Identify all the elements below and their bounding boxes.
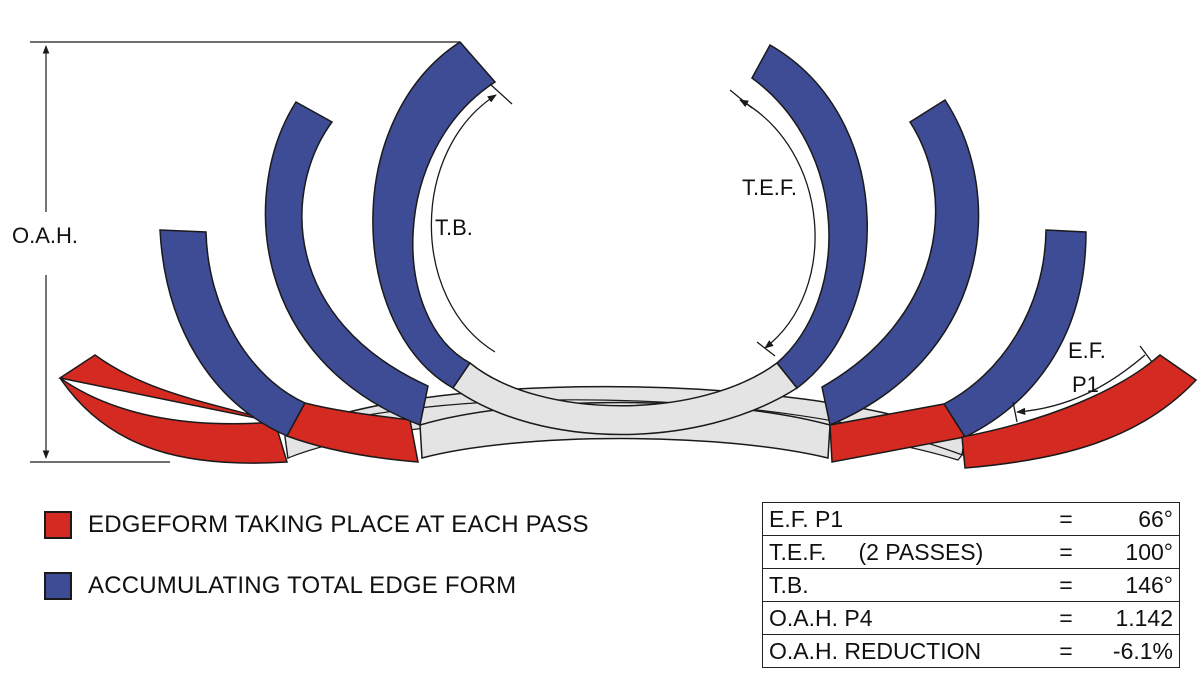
value-cell: -6.1% (1087, 634, 1180, 668)
profile-pass-3-left (264, 101, 429, 427)
param-cell: O.A.H. P4 (762, 601, 1045, 635)
legend-label-edgeform: EDGEFORM TAKING PLACE AT EACH PASS (88, 511, 589, 538)
equals-cell: = (1045, 535, 1087, 569)
table-row: E.F. P1 = 66° (762, 502, 1180, 536)
param-cell: E.F. P1 (762, 502, 1045, 536)
ef-p1-arc (1016, 354, 1146, 416)
equals-cell: = (1045, 601, 1087, 635)
ef-p1-label-line1: E.F. (1068, 338, 1106, 363)
profile-pass-2-left (159, 229, 419, 463)
param-cell: T.E.F. (2 PASSES) (762, 535, 1045, 569)
equals-cell: = (1045, 502, 1087, 536)
oah-label: O.A.H. (12, 223, 78, 248)
results-table: E.F. P1 = 66° T.E.F. (2 PASSES) = 100° T… (762, 502, 1180, 668)
equals-cell: = (1045, 634, 1087, 668)
profile-pass-1-right (961, 354, 1198, 469)
tef-label: T.E.F. (742, 175, 797, 200)
value-cell: 146° (1087, 568, 1180, 602)
value-cell: 66° (1087, 502, 1180, 536)
profile-pass-4 (372, 41, 868, 436)
param-cell: T.B. (762, 568, 1045, 602)
profile-pass-3-right (821, 98, 980, 427)
table-row: O.A.H. REDUCTION = -6.1% (762, 634, 1180, 668)
value-cell: 1.142 (1087, 601, 1180, 635)
legend-swatch-edgeform (44, 511, 72, 539)
param-cell: O.A.H. REDUCTION (762, 634, 1045, 668)
oah-dimension (30, 41, 460, 463)
legend-swatch-accumulating (44, 572, 72, 600)
value-cell: 100° (1087, 535, 1180, 569)
equals-cell: = (1045, 568, 1087, 602)
legend-item-edgeform: EDGEFORM TAKING PLACE AT EACH PASS (44, 511, 589, 539)
table-row: T.E.F. (2 PASSES) = 100° (762, 535, 1180, 569)
table-row: O.A.H. P4 = 1.142 (762, 601, 1180, 635)
tb-arc (430, 94, 497, 353)
ef-p1-label-line2: P1 (1072, 372, 1099, 397)
tef-arc (739, 99, 816, 349)
legend-label-accumulating: ACCUMULATING TOTAL EDGE FORM (88, 572, 517, 599)
table-row: T.B. = 146° (762, 568, 1180, 602)
legend-item-accumulating: ACCUMULATING TOTAL EDGE FORM (44, 572, 516, 600)
tb-label: T.B. (435, 215, 473, 240)
